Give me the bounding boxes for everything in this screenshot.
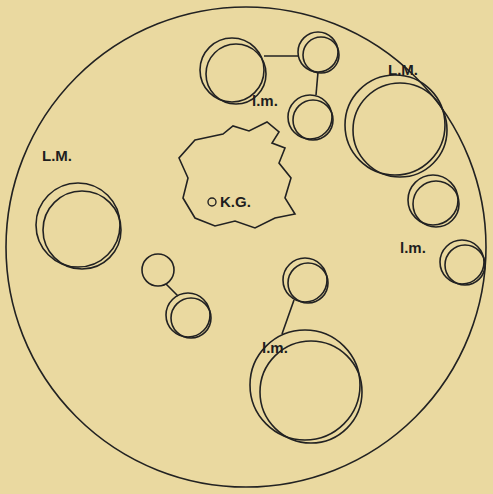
part-label: l.m. (262, 340, 288, 355)
connecting-lines (166, 56, 318, 334)
cell-mass: K.G. (175, 118, 305, 230)
cells (36, 32, 485, 443)
part-label: L.M. (42, 148, 72, 163)
part-label: l.m. (252, 93, 278, 108)
part-label: L.M. (388, 62, 418, 77)
cell-label: K.G. (220, 194, 251, 209)
part-label: l.m. (400, 240, 426, 255)
field-outline (6, 7, 486, 487)
irregular-outline (175, 118, 305, 230)
